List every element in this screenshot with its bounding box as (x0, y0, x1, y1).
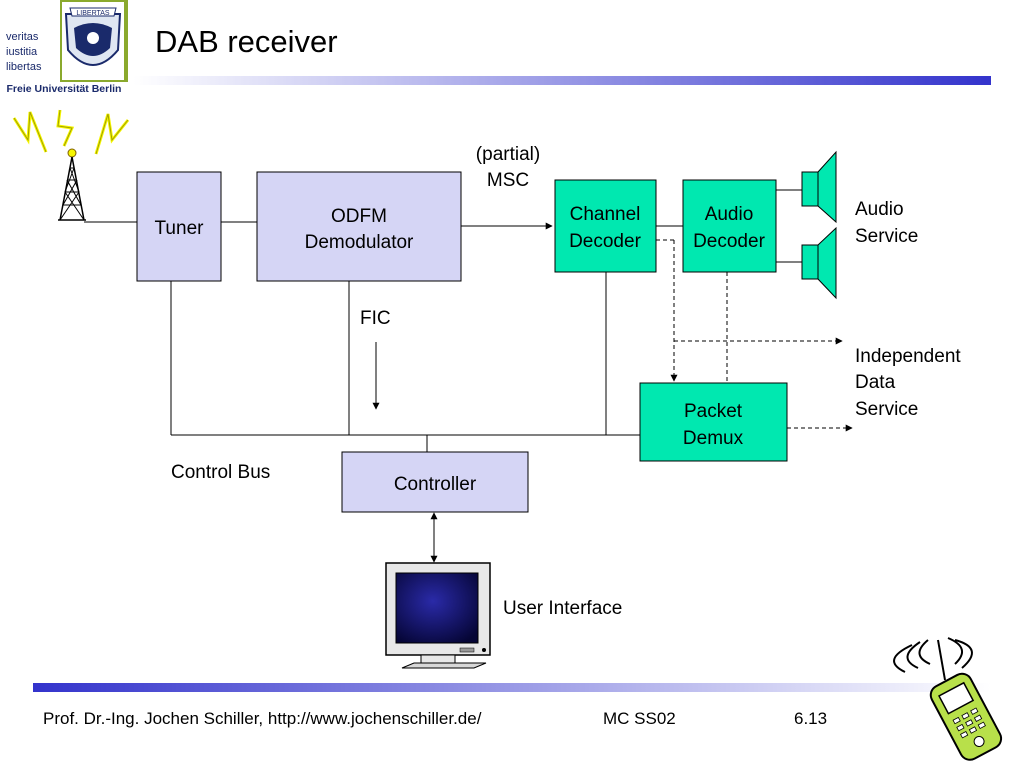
msc-label-line2: MSC (487, 170, 529, 191)
audio-decoder-label-line2: Decoder (693, 231, 765, 252)
channel-decoder-label-line1: Channel (570, 204, 641, 225)
logo-motto-line: libertas (6, 61, 42, 73)
audio-service-label-line1: Audio (855, 199, 904, 220)
university-name: Freie Universität Berlin (7, 83, 122, 95)
computer-monitor-icon (385, 562, 491, 669)
user-interface-label: User Interface (503, 598, 622, 619)
tuner-block: Tuner (136, 171, 222, 282)
audio-decoder-block: Audio Decoder (682, 179, 777, 273)
packet-demux-label-line1: Packet (684, 401, 743, 422)
logo-motto-line: veritas (6, 31, 39, 43)
channel-decoder-block: Channel Decoder (554, 179, 657, 273)
page-title: DAB receiver (155, 24, 338, 59)
connection-lines (84, 189, 802, 563)
fic-label: FIC (360, 308, 391, 329)
controller-label: Controller (394, 474, 477, 495)
audio-decoder-label-line1: Audio (705, 204, 754, 225)
ofdm-label-line2: Demodulator (305, 232, 414, 253)
packet-demux-label-line2: Demux (683, 428, 744, 449)
independent-data-service-line1: Independent (855, 346, 961, 367)
independent-data-service-line2: Data (855, 372, 896, 393)
audio-service-label-line2: Service (855, 226, 918, 247)
footer-bar (33, 683, 991, 692)
mobile-phone-icon (893, 637, 1003, 761)
footer-course: MC SS02 (603, 709, 676, 728)
university-logo: veritas iustitia libertas LIBERTAS Freie… (0, 0, 128, 95)
title-underline-bar (133, 76, 991, 85)
antenna-tower-icon (12, 109, 130, 221)
footer-page-number: 6.13 (794, 709, 827, 728)
channel-decoder-label-line2: Decoder (569, 231, 641, 252)
dashed-data-lines (656, 239, 853, 432)
footer-author: Prof. Dr.-Ing. Jochen Schiller, http://w… (43, 709, 482, 728)
seal-text: LIBERTAS (76, 10, 110, 17)
university-seal-icon: LIBERTAS (62, 2, 124, 80)
independent-data-service-line3: Service (855, 399, 918, 420)
controller-block: Controller (341, 451, 529, 513)
speaker-icon (801, 226, 837, 300)
packet-demux-block: Packet Demux (639, 382, 788, 462)
logo-motto-line: iustitia (6, 46, 38, 58)
ofdm-label-line1: ODFM (331, 206, 387, 227)
logo-motto-panel (0, 0, 60, 82)
tuner-label: Tuner (155, 218, 205, 239)
msc-label-line1: (partial) (476, 144, 540, 165)
control-bus-label: Control Bus (171, 462, 270, 483)
ofdm-demodulator-block: ODFM Demodulator (256, 171, 462, 282)
speaker-icon (801, 150, 837, 224)
